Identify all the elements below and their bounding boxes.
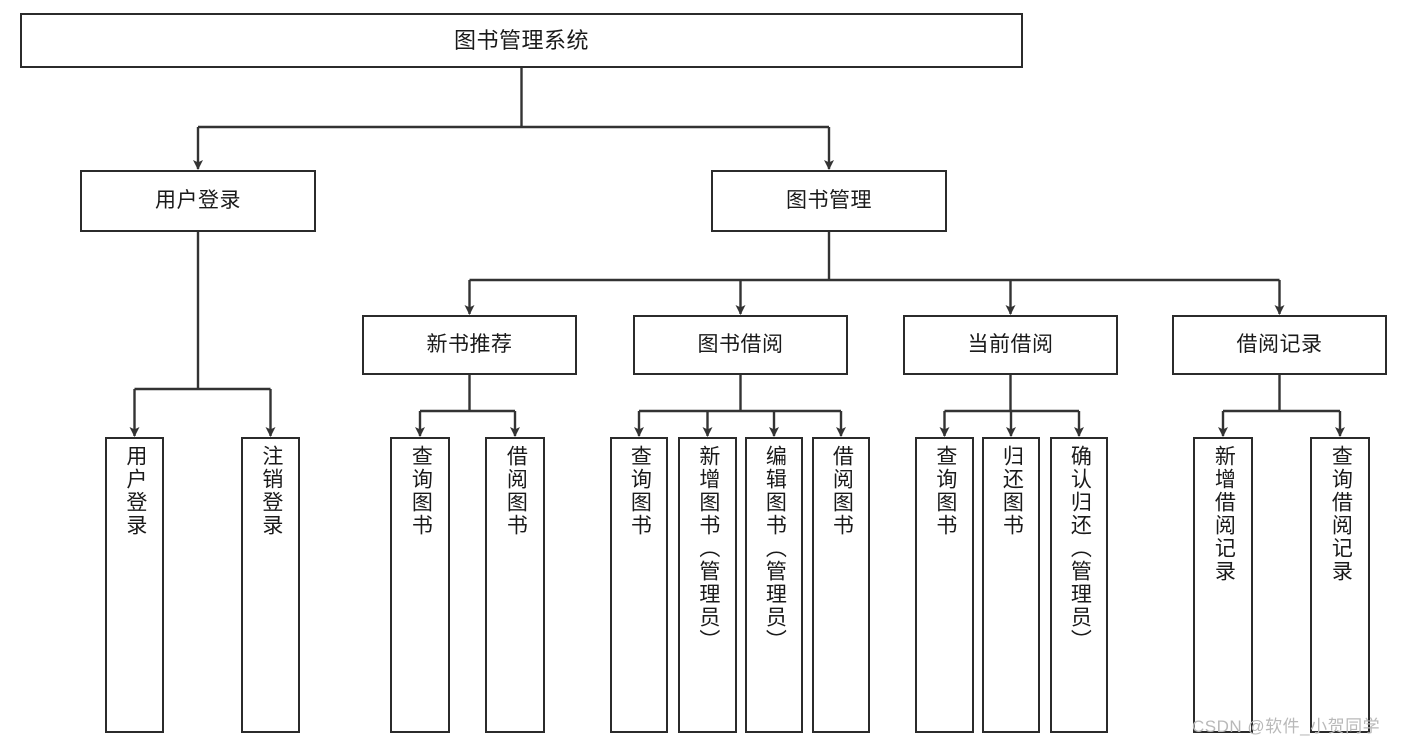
node-label: 查询图书 xyxy=(409,445,433,537)
node-leaf-bor-3[interactable]: 编辑图书（管理员） xyxy=(745,437,803,733)
node-label: 注销登录 xyxy=(259,445,283,537)
node-label: 查询图书 xyxy=(628,445,652,537)
node-label: 查询借阅记录 xyxy=(1329,445,1353,583)
node-current[interactable]: 当前借阅 xyxy=(903,315,1118,375)
node-records[interactable]: 借阅记录 xyxy=(1172,315,1387,375)
node-leaf-cur-1[interactable]: 查询图书 xyxy=(915,437,974,733)
node-label: 图书管理 xyxy=(786,188,872,212)
node-label: 新增图书（管理员） xyxy=(696,445,720,652)
node-borrow[interactable]: 图书借阅 xyxy=(633,315,848,375)
node-label: 新书推荐 xyxy=(426,332,513,356)
node-label: 借阅图书 xyxy=(830,445,854,537)
node-leaf-login-1[interactable]: 用户登录 xyxy=(105,437,164,733)
node-leaf-rec-1[interactable]: 新增借阅记录 xyxy=(1193,437,1253,733)
node-login[interactable]: 用户登录 xyxy=(80,170,316,232)
node-label: 用户登录 xyxy=(155,188,241,212)
node-label: 用户登录 xyxy=(123,445,147,537)
node-leaf-new-1[interactable]: 查询图书 xyxy=(390,437,450,733)
edge-group xyxy=(129,68,1345,437)
node-label: 图书借阅 xyxy=(697,332,784,356)
node-label: 编辑图书（管理员） xyxy=(763,445,787,652)
node-leaf-bor-2[interactable]: 新增图书（管理员） xyxy=(678,437,737,733)
node-label: 借阅图书 xyxy=(504,445,528,537)
node-label: 确认归还（管理员） xyxy=(1068,445,1092,652)
node-label: 归还图书 xyxy=(1000,445,1024,537)
node-leaf-bor-1[interactable]: 查询图书 xyxy=(610,437,668,733)
node-label: 查询图书 xyxy=(933,445,957,537)
node-label: 借阅记录 xyxy=(1236,332,1323,356)
node-leaf-rec-2[interactable]: 查询借阅记录 xyxy=(1310,437,1370,733)
node-leaf-login-2[interactable]: 注销登录 xyxy=(241,437,300,733)
node-label: 新增借阅记录 xyxy=(1212,445,1236,583)
node-leaf-cur-2[interactable]: 归还图书 xyxy=(982,437,1040,733)
node-label: 当前借阅 xyxy=(967,332,1054,356)
node-root[interactable]: 图书管理系统 xyxy=(20,13,1023,68)
node-bookmgmt[interactable]: 图书管理 xyxy=(711,170,947,232)
node-label: 图书管理系统 xyxy=(453,27,589,53)
node-leaf-bor-4[interactable]: 借阅图书 xyxy=(812,437,870,733)
node-leaf-new-2[interactable]: 借阅图书 xyxy=(485,437,545,733)
node-newbook[interactable]: 新书推荐 xyxy=(362,315,577,375)
node-leaf-cur-3[interactable]: 确认归还（管理员） xyxy=(1050,437,1108,733)
watermark-label: CSDN @软件_小贺同学 xyxy=(1192,717,1381,736)
